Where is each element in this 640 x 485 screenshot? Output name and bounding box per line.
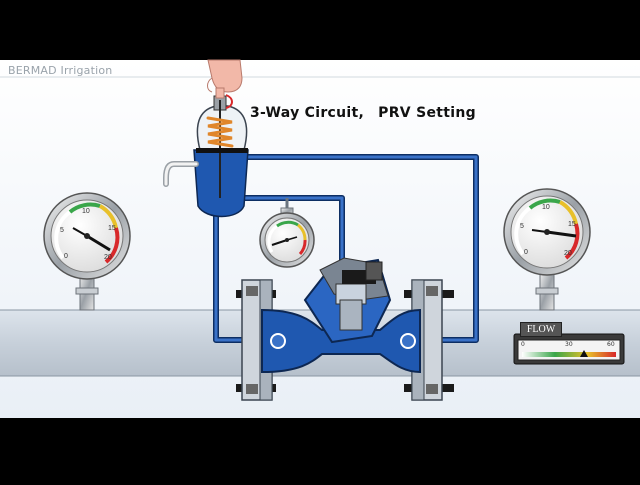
gauge-left-tick: 20 <box>104 254 112 261</box>
gauge-left-tick: 0 <box>64 253 68 260</box>
diagram-title: 3-Way Circuit, PRV Setting <box>250 105 476 121</box>
flow-tick: 30 <box>565 341 573 348</box>
gauge-left-tick: 5 <box>60 227 64 234</box>
gauge-right-tick: 0 <box>524 249 528 256</box>
gauge-right-tick: 15 <box>568 221 576 228</box>
gauge-left: 0 5 10 15 20 <box>43 192 131 311</box>
gauge-left-tick: 10 <box>82 208 90 215</box>
flow-label: FLOW <box>520 322 562 337</box>
faucet-icon <box>163 161 199 187</box>
title-part-1: 3-Way Circuit, <box>250 105 365 121</box>
gauge-right: 0 5 10 15 20 <box>503 188 591 311</box>
valve-body <box>261 257 421 374</box>
gauge-right-tick: 10 <box>542 204 550 211</box>
title-part-2: PRV Setting <box>378 105 476 121</box>
pilot-valve <box>193 95 249 218</box>
brand-label: BERMAD Irrigation <box>8 64 113 77</box>
flow-tick: 0 <box>521 341 525 348</box>
gauge-left-tick: 15 <box>108 225 116 232</box>
gauge-center <box>259 207 315 268</box>
flow-tick: 60 <box>607 341 615 348</box>
spring-icon <box>206 116 234 148</box>
gauge-right-tick: 20 <box>564 250 572 257</box>
flow-meter <box>513 333 625 365</box>
hand-icon <box>207 59 243 109</box>
gauge-right-tick: 5 <box>520 223 524 230</box>
